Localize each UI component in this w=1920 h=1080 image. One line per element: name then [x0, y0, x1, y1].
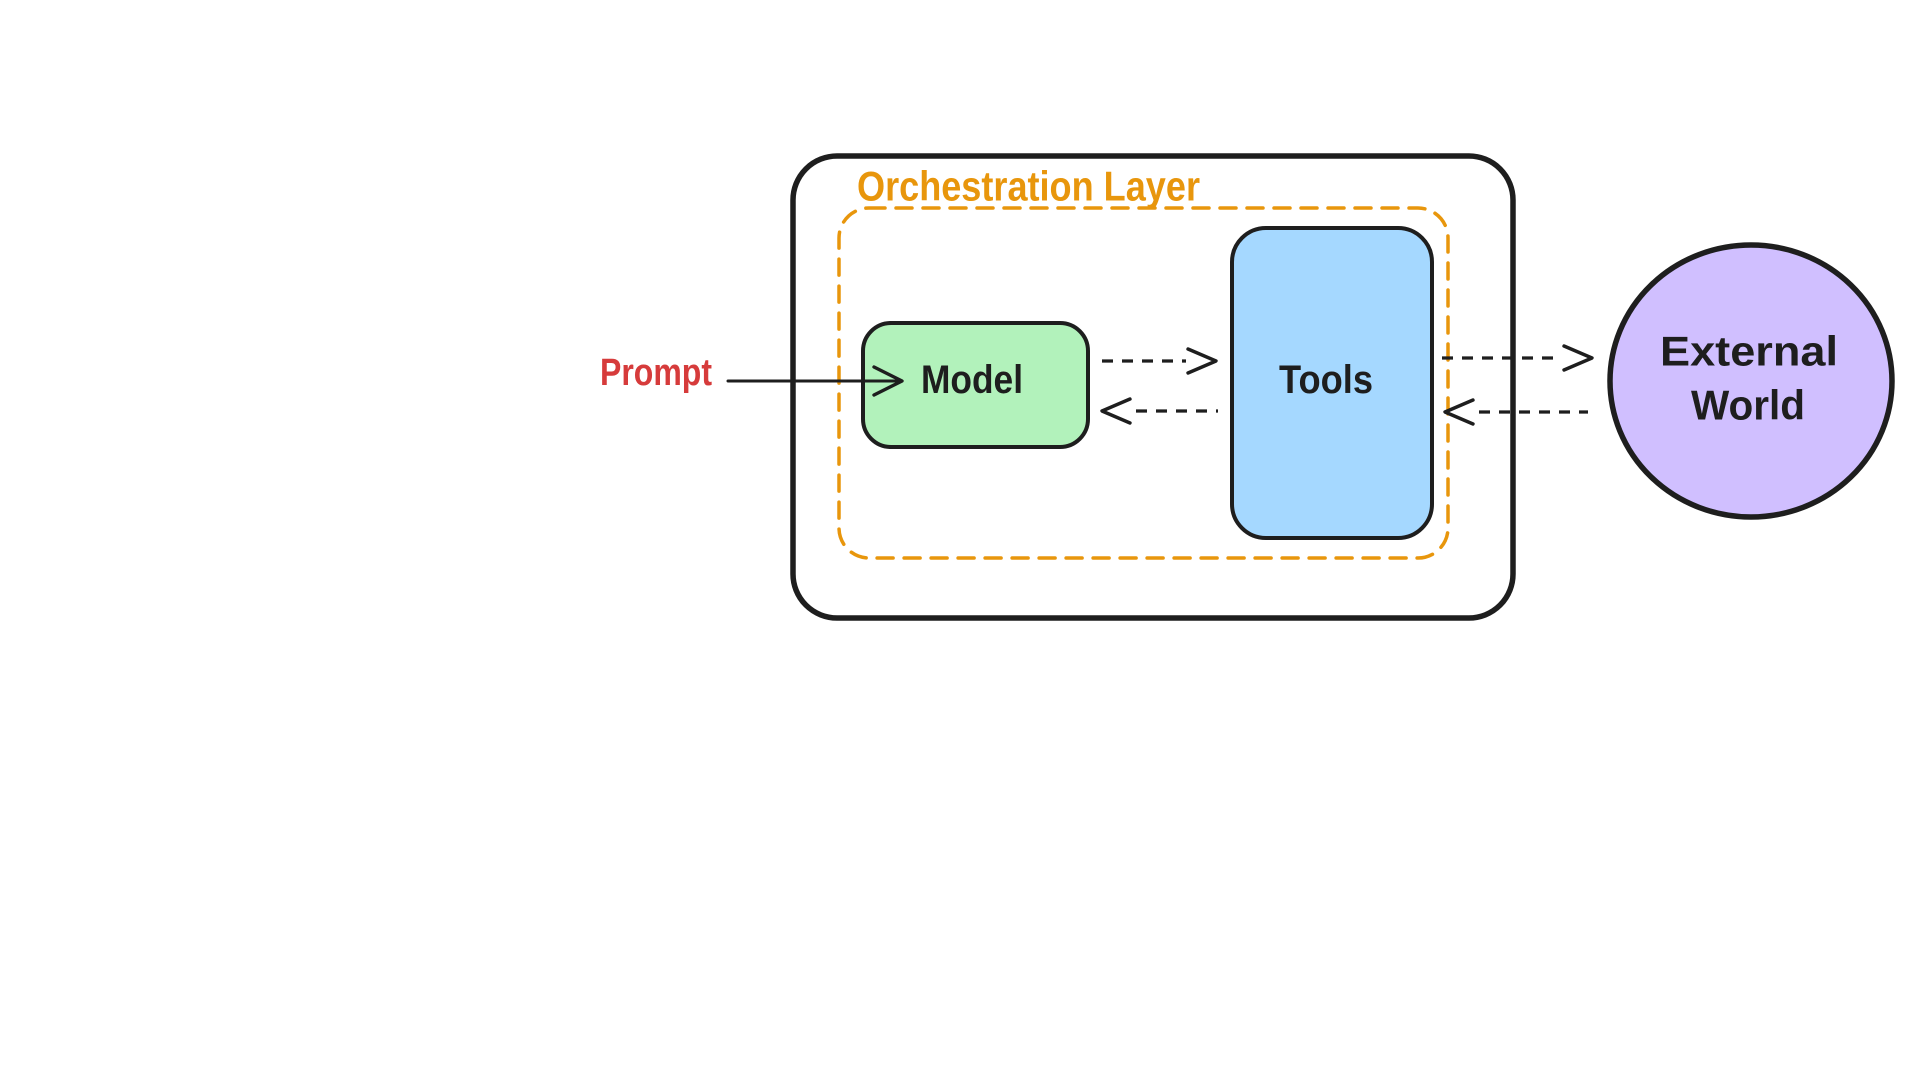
external-to-tools-arrow: [1443, 398, 1588, 426]
prompt-to-model-arrow: [726, 365, 904, 397]
tools-to-external-arrow: [1442, 344, 1594, 372]
orchestration-layer-boundary: [837, 206, 1450, 560]
tools-label: Tools: [1279, 358, 1373, 402]
tools-box: [1230, 226, 1434, 540]
prompt-label: Prompt: [600, 352, 712, 394]
arrowhead-left-icon: [1100, 397, 1132, 425]
external-world-circle: [1607, 242, 1895, 520]
orchestration-layer-label: Orchestration Layer: [857, 163, 1200, 210]
model-box: [861, 321, 1090, 449]
arrowhead-right-icon: [1562, 344, 1594, 372]
tools-to-model-arrow: [1100, 397, 1218, 425]
arrowhead-right-icon: [1186, 347, 1218, 375]
model-to-tools-arrow: [1102, 347, 1218, 375]
model-label: Model: [921, 358, 1023, 402]
external-world-label-line2: World: [1691, 382, 1805, 429]
external-world-label-line1: External: [1660, 328, 1838, 375]
arrowhead-right-icon: [872, 365, 904, 397]
arrowhead-left-icon: [1443, 398, 1475, 426]
